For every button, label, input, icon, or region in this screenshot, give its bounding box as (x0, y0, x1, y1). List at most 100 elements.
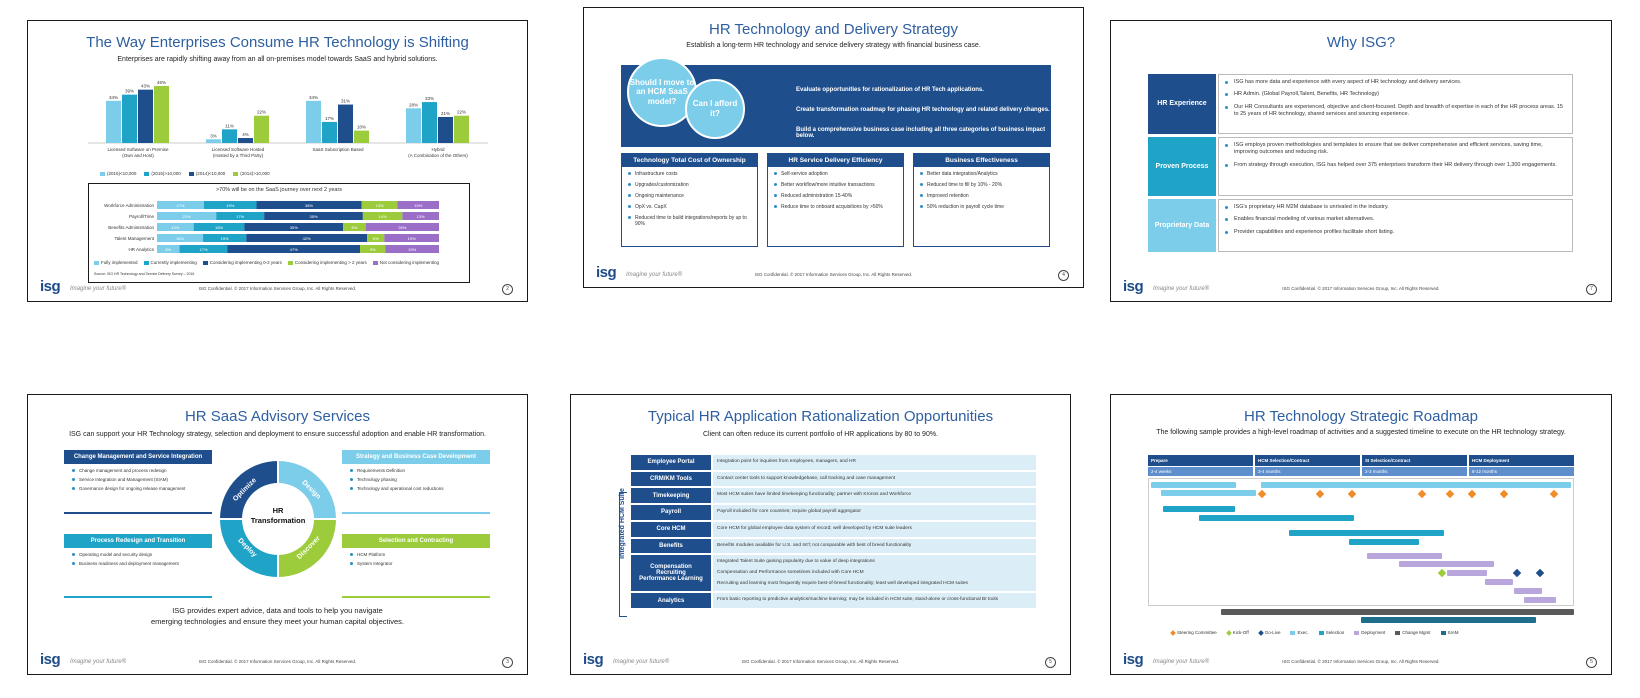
category-sublabel: (Own and Host) (122, 153, 154, 158)
footer: isg Imagine your future® ISG Confidentia… (28, 273, 527, 301)
bar (122, 94, 137, 143)
row-text: Most HCM suites have limited timekeeping… (713, 488, 1036, 504)
stack-row-label: Payroll/Time (129, 214, 154, 219)
slide-hr-technology-shifting[interactable]: The Way Enterprises Consume HR Technolog… (27, 20, 528, 302)
legend-item: Currently implementing (143, 260, 197, 265)
row-body: ISG has more data and experience with ev… (1218, 74, 1573, 134)
gantt-bar (1485, 579, 1513, 585)
row-body: ISG's proprietary HR M2M database is unr… (1218, 199, 1573, 252)
why-row-process: Proven Process ISG employs proven method… (1148, 137, 1573, 196)
stack-segment-label: 15% (221, 236, 229, 241)
strategy-line-2: Create transformation roadmap for phasin… (796, 107, 1050, 113)
footer: isg Imagine your future® ISG Confidentia… (584, 259, 1083, 287)
bar-value-label: 11% (225, 123, 234, 128)
row-text-line: Recruiting and learning most frequently … (717, 580, 968, 586)
stack-segment (367, 234, 385, 242)
bar (154, 85, 169, 143)
box-header: Strategy and Business Case Development (342, 450, 490, 464)
milestone-icon (1170, 629, 1176, 636)
stack-segment-label: 47% (290, 247, 298, 252)
slide-saas-advisory[interactable]: HR SaaS Advisory Services ISG can suppor… (27, 394, 528, 675)
legend-swatch (1440, 630, 1446, 635)
phase-prepare: Prepare (1148, 455, 1253, 466)
stack-segment-label: 15% (414, 203, 422, 208)
legend-swatch (144, 171, 150, 176)
legend-item: (2015)>10,000 (144, 171, 181, 176)
stack-segment-label: 42% (303, 236, 311, 241)
stack-segment (360, 245, 386, 253)
slide-rationalization[interactable]: Typical HR Application Rationalization O… (570, 394, 1071, 675)
footer: isg Imagine your future® ISG Confidentia… (28, 646, 527, 674)
list-item: Business readiness and deployment manage… (72, 561, 204, 566)
isg-logo: isg (1123, 278, 1144, 295)
list-item: Governance design for ongoing release ma… (72, 486, 204, 491)
stack-segment-label: 13% (171, 225, 179, 230)
row-text: Benefits modules available for U.S. and … (713, 538, 1036, 554)
stack-segment-label: 16% (176, 236, 184, 241)
bar-value-label: 46% (157, 80, 166, 85)
stack-segment-label: 13% (376, 203, 384, 208)
legend-swatch (372, 260, 378, 265)
slide-title: The Way Enterprises Consume HR Technolog… (86, 34, 469, 51)
stack-segment (397, 201, 439, 209)
bar-value-label: 22% (257, 110, 266, 115)
stack-segment (227, 245, 361, 253)
legend-item: Considering implementing 0-2 years (202, 260, 282, 265)
stack-segment (256, 201, 362, 209)
stack-segment-label: 38% (305, 203, 313, 208)
slide-strategic-roadmap[interactable]: HR Technology Strategic Roadmap The foll… (1110, 394, 1612, 675)
legend-item: Considering implementing > 2 years (287, 260, 367, 265)
bar (306, 100, 321, 143)
copyright: ISG Confidential. © 2017 Information Ser… (198, 286, 357, 291)
copyright: ISG Confidential. © 2017 Information Ser… (198, 659, 357, 664)
slide-subtitle: The following sample provides a high-lev… (1156, 429, 1566, 436)
cycle-segment-deploy (220, 519, 278, 577)
category-label: Licensed Software on Premise (107, 147, 169, 152)
stack-segment-label: 17% (176, 203, 184, 208)
list-item: Ongoing maintenance (628, 193, 751, 199)
steering-committee-icon (1315, 489, 1325, 499)
row-label: Analytics (631, 593, 711, 609)
category-sublabel: (Hosted by a Third Party) (213, 153, 264, 158)
list-item: Improved retention (920, 193, 1043, 199)
slide-hr-delivery-strategy[interactable]: HR Technology and Delivery Strategy Esta… (583, 7, 1084, 288)
legend-swatch (94, 260, 99, 265)
list-item: HCM Platform (350, 552, 482, 557)
stack-segment-label: 8% (352, 225, 358, 230)
legend-item: (2015)<10,000 (100, 171, 136, 176)
slide-why-isg[interactable]: Why ISG? HR Experience ISG has more data… (1110, 20, 1612, 302)
bar-value-label: 43% (141, 84, 150, 89)
stack-segment (204, 201, 257, 209)
slide-subtitle: Establish a long-term HR technology and … (686, 42, 981, 49)
bar (238, 138, 253, 143)
closing-line-1: ISG provides expert advice, data and too… (172, 606, 383, 615)
page-number: 5 (1586, 657, 1597, 668)
phase-si-selection: SI Selection/Contract (1362, 455, 1467, 466)
legend-swatch (233, 171, 239, 176)
go-live-icon (1512, 568, 1522, 578)
category-label: Licensed Software Hosted (212, 147, 265, 152)
box-process-redesign: Process Redesign and Transition Operatin… (64, 534, 212, 598)
why-row-experience: HR Experience ISG has more data and expe… (1148, 74, 1573, 134)
bar-value-label: 17% (325, 116, 334, 121)
bar (338, 104, 353, 143)
list-item: HR Admin. (Global Payroll,Talent, Benefi… (1225, 91, 1566, 98)
stack-segment (157, 234, 204, 242)
bar-value-label: 33% (425, 96, 434, 101)
gantt-bar (1399, 561, 1494, 567)
steering-committee-icon (1417, 489, 1427, 499)
stack-segment-label: 6% (373, 236, 379, 241)
bar-value-label: 22% (457, 110, 466, 115)
stack-segment (362, 212, 403, 220)
stack-segment-label: 19% (408, 247, 416, 252)
stack-row-label: HR Analytics (128, 247, 154, 252)
tagline: Imagine your future® (1153, 286, 1210, 292)
bar-value-label: 4% (242, 132, 249, 137)
stack-segment (157, 212, 217, 220)
row-label: Core HCM (631, 521, 711, 537)
